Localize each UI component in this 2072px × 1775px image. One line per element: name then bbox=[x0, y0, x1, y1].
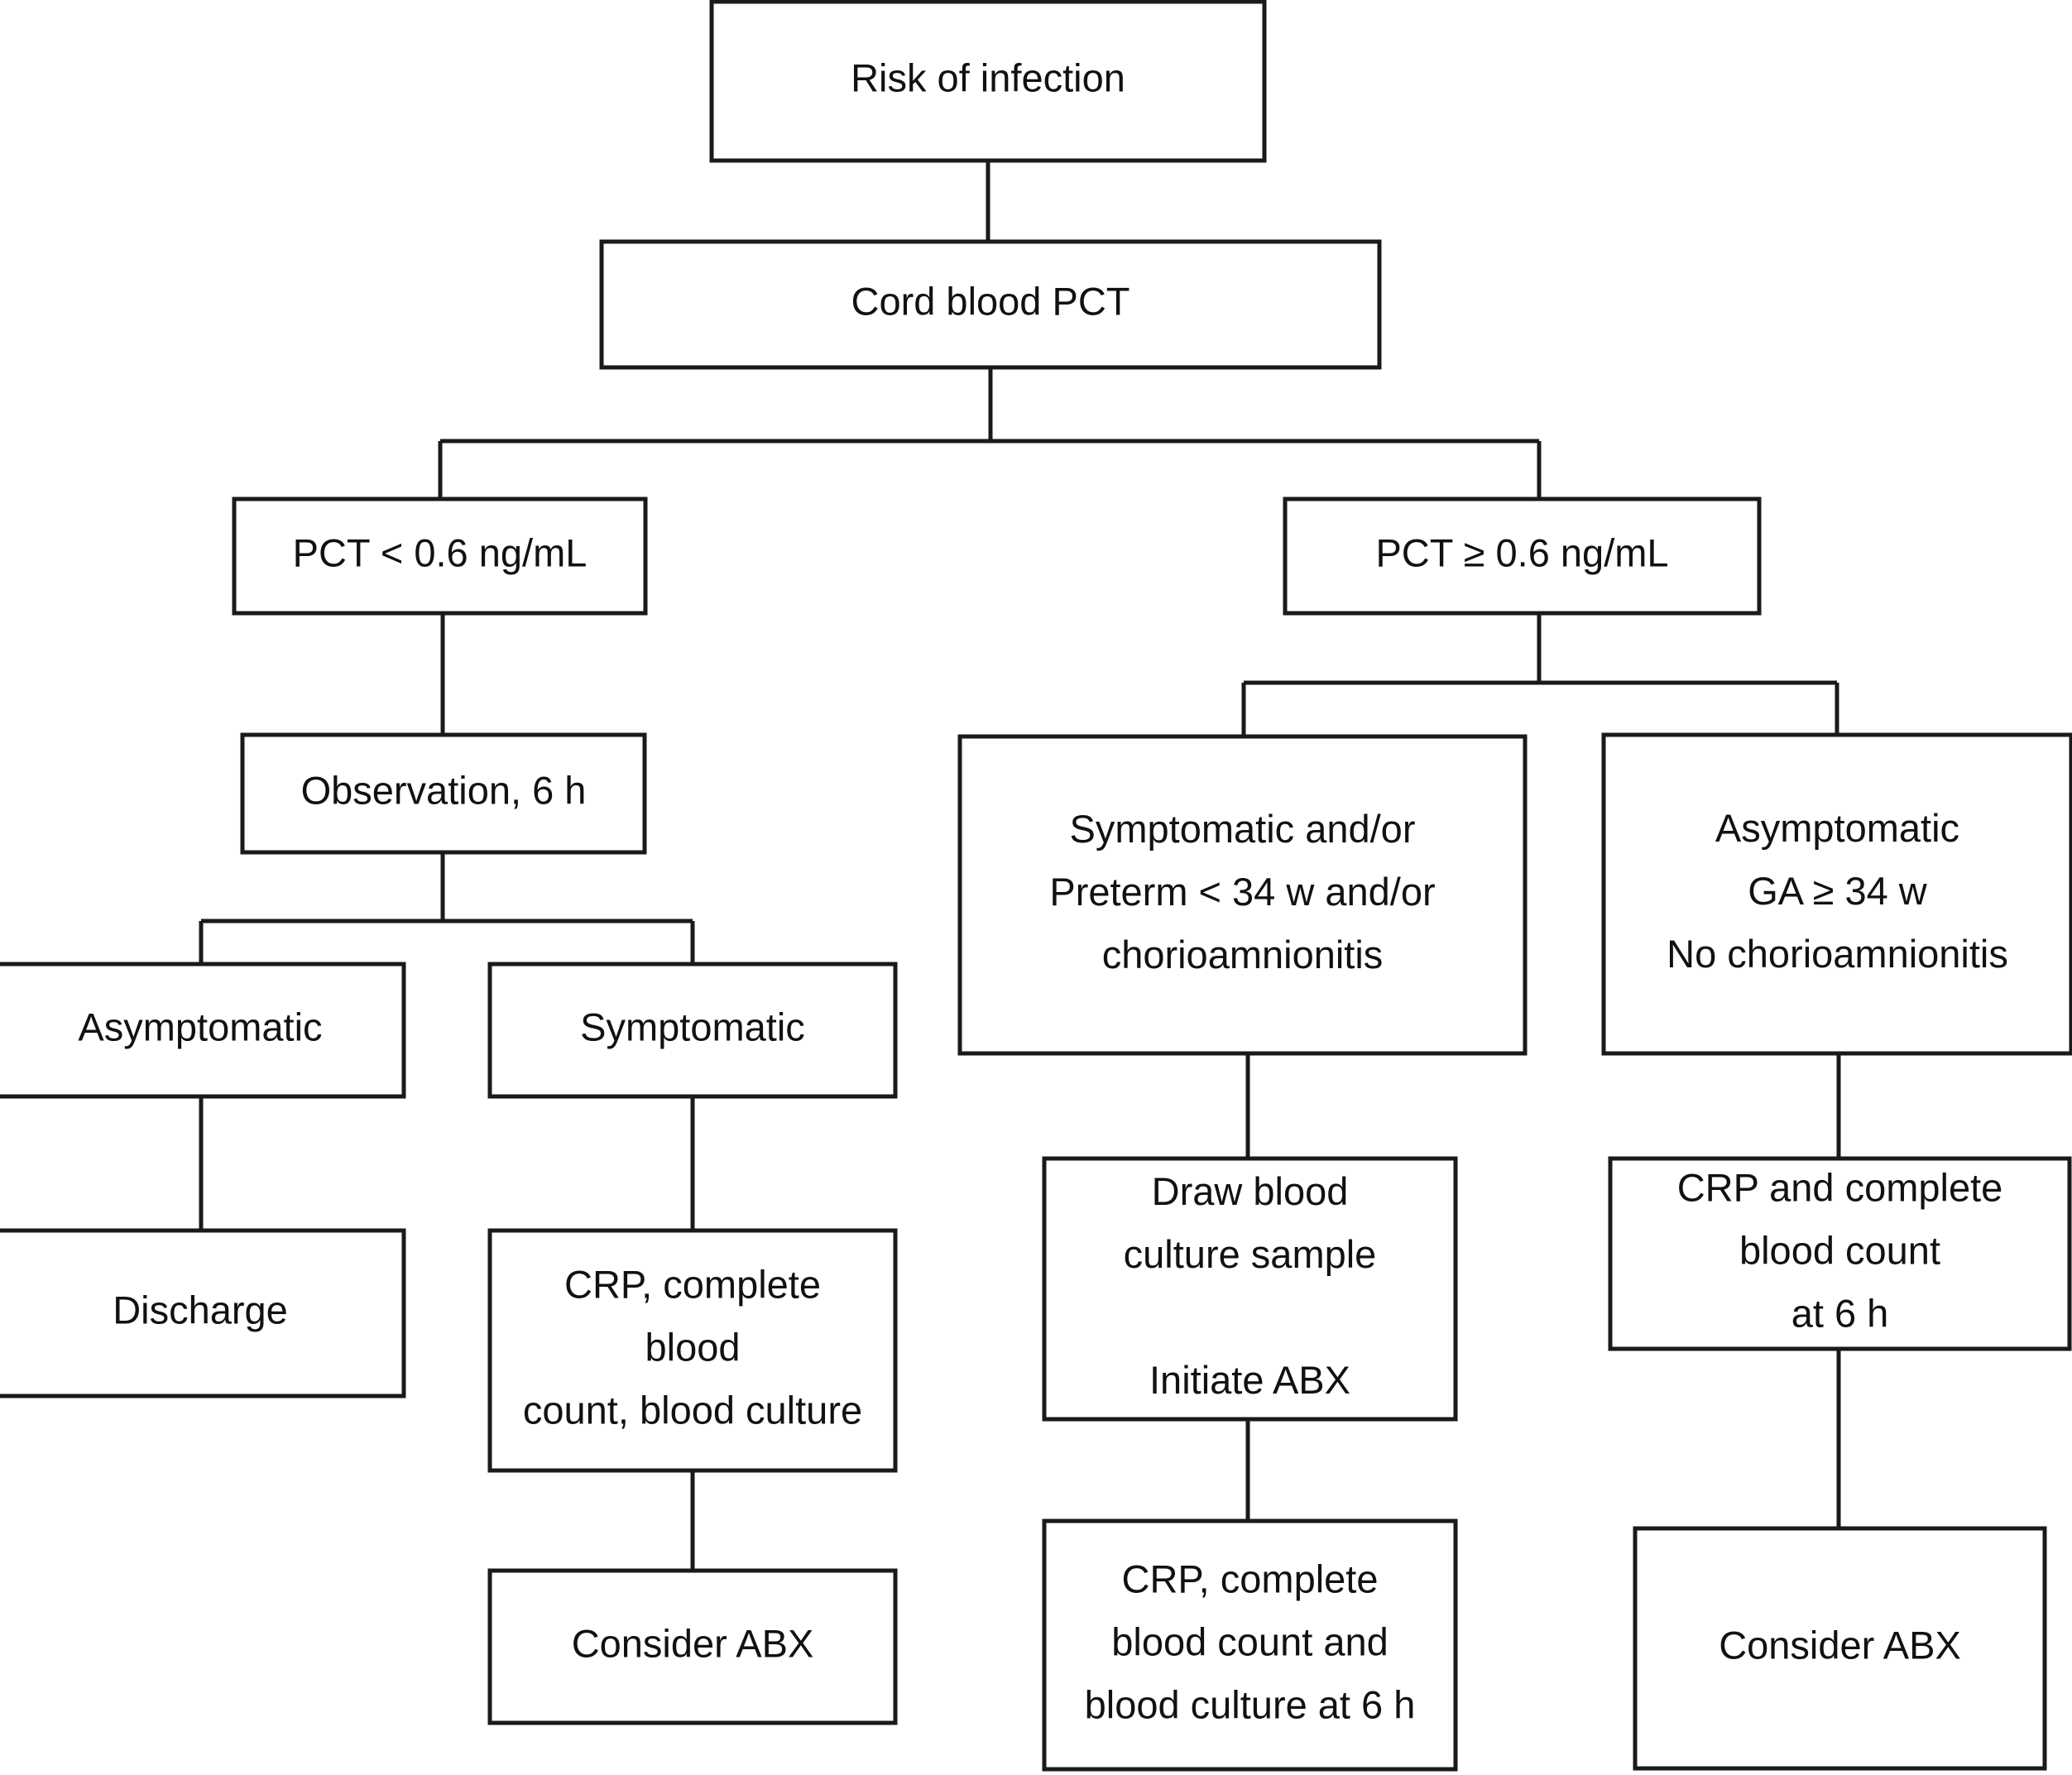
draw-blood-culture-initiate-abx-box-label-line-1: Draw blood bbox=[1152, 1169, 1349, 1213]
asymptomatic-ga-box-label-line-3: No chorioamnionitis bbox=[1667, 932, 2008, 976]
asymptomatic-box-outline bbox=[0, 962, 406, 1099]
pct-greater-equal-box-label-line-1: PCT ≥ 0.6 ng/mL bbox=[1375, 530, 1668, 574]
asymptomatic-ga-box-outline bbox=[1601, 732, 2072, 1056]
asymptomatic-box-label-line-1: Asymptomatic bbox=[78, 1005, 322, 1048]
symptomatic-preterm-chorio-box-outline bbox=[957, 734, 1528, 1056]
pct-greater-equal-box[interactable]: PCT ≥ 0.6 ng/mL bbox=[1283, 497, 1762, 616]
crp-and-complete-blood-count-6h-box[interactable]: CRP and complete blood count at 6 h bbox=[1608, 1156, 2072, 1351]
risk-of-infection-box[interactable]: Risk of infection bbox=[709, 0, 1267, 163]
crp-and-complete-blood-count-6h-box-label-line-3: at 6 h bbox=[1791, 1291, 1889, 1335]
symptomatic-box[interactable]: Symptomatic bbox=[487, 962, 898, 1099]
crp-complete-blood-count-culture-box-label-line-2: blood bbox=[645, 1325, 741, 1369]
crp-and-complete-blood-count-6h-box-label-line-2: blood count bbox=[1739, 1228, 1940, 1272]
observation-6h-box-outline bbox=[240, 732, 647, 855]
asymptomatic-box[interactable]: Asymptomatic bbox=[0, 962, 406, 1099]
pct-less-than-box[interactable]: PCT < 0.6 ng/mL bbox=[232, 497, 648, 616]
risk-of-infection-box-label-line-1: Risk of infection bbox=[851, 55, 1125, 99]
discharge-box-label-line-1: Discharge bbox=[113, 1288, 288, 1331]
crp-cbc-blood-culture-6h-box-label-line-3: blood culture at 6 h bbox=[1085, 1682, 1416, 1726]
consider-abx-box-left[interactable]: Consider ABX bbox=[487, 1568, 898, 1725]
crp-cbc-blood-culture-6h-box[interactable]: CRP, complete blood count and blood cultur… bbox=[1042, 1518, 1458, 1772]
consider-abx-box-left-outline bbox=[487, 1568, 898, 1725]
draw-blood-culture-initiate-abx-box-outline bbox=[1042, 1156, 1458, 1422]
discharge-box-outline bbox=[0, 1228, 406, 1398]
pct-less-than-box-label-line-1: PCT < 0.6 ng/mL bbox=[293, 530, 588, 574]
symptomatic-box-outline bbox=[487, 962, 898, 1099]
symptomatic-preterm-chorio-box-label-line-3: chorioamnionitis bbox=[1102, 933, 1384, 976]
consider-abx-box-right-label-line-1: Consider ABX bbox=[1719, 1623, 1961, 1667]
connector-layer bbox=[199, 161, 1841, 1571]
discharge-box[interactable]: Discharge bbox=[0, 1228, 406, 1398]
observation-6h-box-label-line-1: Observation, 6 h bbox=[301, 768, 587, 812]
observation-6h-box[interactable]: Observation, 6 h bbox=[240, 732, 647, 855]
crp-cbc-blood-culture-6h-box-label-line-1: CRP, complete bbox=[1122, 1557, 1379, 1600]
cord-blood-pct-box-label-line-1: Cord blood PCT bbox=[851, 279, 1130, 323]
asymptomatic-ga-box-label-line-1: Asymptomatic bbox=[1715, 806, 1959, 850]
crp-and-complete-blood-count-6h-box-label-line-1: CRP and complete bbox=[1677, 1165, 2003, 1209]
symptomatic-preterm-chorio-box-label-line-1: Symptomatic and/or bbox=[1070, 807, 1416, 851]
pct-less-than-box-outline bbox=[232, 497, 648, 616]
crp-and-complete-blood-count-6h-box-outline bbox=[1608, 1156, 2072, 1351]
asymptomatic-ga-box[interactable]: Asymptomatic GA ≥ 34 w No chorioamnionitis bbox=[1601, 732, 2072, 1056]
crp-complete-blood-count-culture-box-label-line-1: CRP, complete bbox=[564, 1262, 821, 1306]
consider-abx-box-right[interactable]: Consider ABX bbox=[1633, 1526, 2047, 1771]
consider-abx-box-right-outline bbox=[1633, 1526, 2047, 1771]
crp-cbc-blood-culture-6h-box-label-line-2: blood count and bbox=[1111, 1619, 1389, 1663]
draw-blood-culture-initiate-abx-box-label-line-4: Initiate ABX bbox=[1149, 1358, 1350, 1402]
crp-cbc-blood-culture-6h-box-outline bbox=[1042, 1518, 1458, 1772]
cord-blood-pct-box-outline bbox=[599, 239, 1382, 370]
consider-abx-box-left-label-line-1: Consider ABX bbox=[572, 1621, 814, 1665]
draw-blood-culture-initiate-abx-box-label-line-2: culture sample bbox=[1124, 1232, 1377, 1276]
crp-complete-blood-count-culture-box[interactable]: CRP, complete blood count, blood culture bbox=[487, 1228, 898, 1473]
pct-greater-equal-box-outline bbox=[1283, 497, 1762, 616]
symptomatic-box-label-line-1: Symptomatic bbox=[580, 1005, 805, 1048]
crp-complete-blood-count-culture-box-label-line-3: count, blood culture bbox=[523, 1388, 862, 1432]
cord-blood-pct-box[interactable]: Cord blood PCT bbox=[599, 239, 1382, 370]
asymptomatic-ga-box-label-line-2: GA ≥ 34 w bbox=[1748, 869, 1928, 913]
risk-of-infection-box-outline bbox=[709, 0, 1267, 163]
symptomatic-preterm-chorio-box-label-line-2: Preterm < 34 w and/or bbox=[1049, 870, 1435, 914]
crp-complete-blood-count-culture-box-outline bbox=[487, 1228, 898, 1473]
